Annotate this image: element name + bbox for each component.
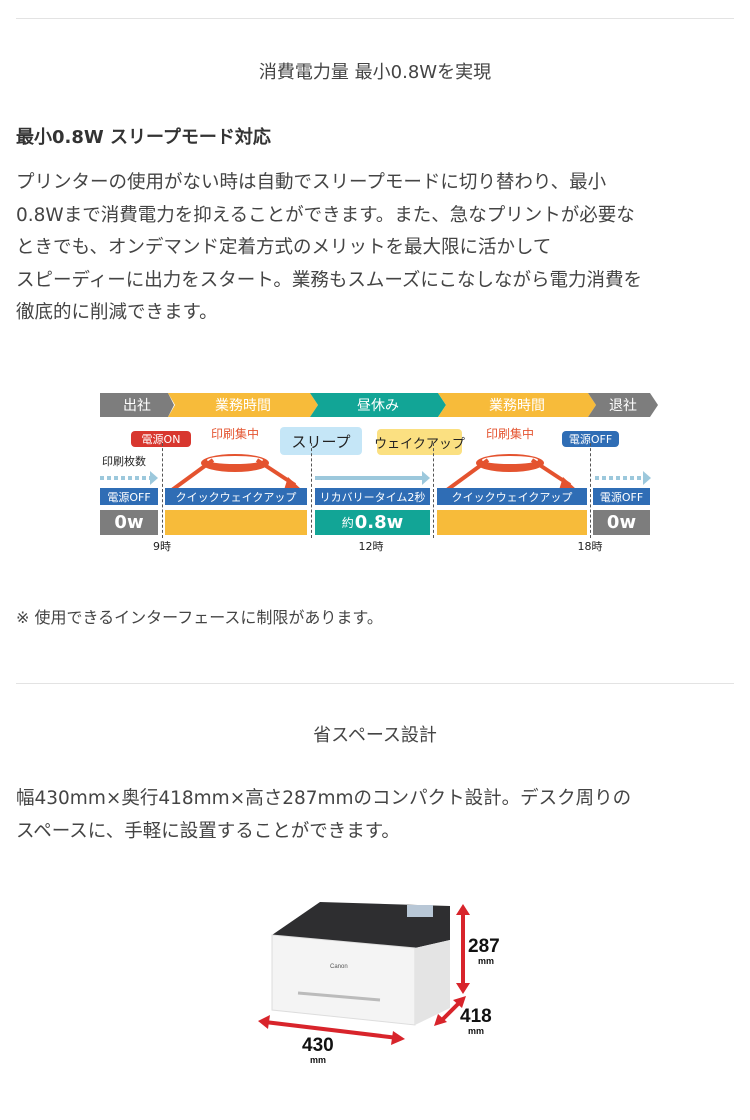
value-work-pm	[437, 510, 587, 535]
section-title-power: 消費電力量 最小0.8Wを実現	[258, 62, 492, 83]
band-leave: 退社	[588, 393, 658, 417]
width-value: 430	[302, 1035, 334, 1056]
divider-12a	[311, 443, 312, 538]
sleep-bubble: スリープ	[280, 427, 362, 455]
wakeup-bubble: ウェイクアップ	[374, 429, 465, 455]
paragraph-sleep-mode: プリンターの使用がない時は自動でスリープモードに切り替わり、最小 0.8Wまで消…	[16, 167, 642, 330]
paragraph-line: スペースに、手軽に設置することができます。	[16, 820, 400, 842]
divider-9	[162, 443, 163, 538]
time-9: 9時	[153, 540, 171, 553]
label-quick-wake-am: クイックウェイクアップ	[165, 488, 307, 505]
value-0w-am: 0w	[100, 510, 158, 535]
divider-top	[16, 18, 734, 19]
label-off-pm: 電源OFF	[593, 488, 650, 505]
section-title-space: 省スペース設計	[313, 725, 437, 746]
paragraph-line: ときでも、オンデマンド定着方式のメリットを最大限に活かして	[16, 237, 552, 258]
label-recovery: リカバリータイム2秒	[315, 488, 430, 505]
value-0w-pm: 0w	[593, 510, 650, 535]
printer-dimensions-image: Canon 287 mm 418 mm 430 mm	[258, 902, 500, 1065]
band-work-pm: 業務時間	[438, 393, 596, 417]
time-12: 12時	[358, 540, 384, 553]
time-18: 18時	[577, 540, 603, 553]
power-timeline-diagram: 出社 業務時間 昼休み 業務時間 退社 電源ON 印刷集中 スリープ ウェイクア…	[100, 393, 658, 558]
label-off-am: 電源OFF	[100, 488, 158, 505]
paragraph-line: スピーディーに出力をスタート。業務もスムーズにこなしながら電力消費を	[16, 269, 643, 291]
band-lunch: 昼休み	[310, 393, 446, 417]
band-work-am: 業務時間	[168, 393, 318, 417]
height-unit: mm	[478, 956, 494, 966]
paragraph-line: 幅430mm×奥行418mm×高さ287mmのコンパクト設計。デスク周りの	[16, 788, 632, 809]
print-focus-arrows	[100, 454, 651, 492]
height-value: 287	[468, 936, 500, 957]
print-count-label: 印刷枚数	[102, 455, 146, 468]
depth-value: 418	[460, 1006, 492, 1027]
sleep-watt: 0.8w	[354, 512, 404, 533]
band-arrive: 出社	[100, 393, 174, 417]
power-on-badge: 電源ON	[131, 431, 191, 447]
interface-note: ※ 使用できるインターフェースに制限があります。	[16, 608, 383, 627]
divider-18	[590, 443, 591, 538]
paragraph-space: 幅430mm×奥行418mm×高さ287mmのコンパクト設計。デスク周りの スペ…	[16, 783, 631, 848]
depth-unit: mm	[468, 1026, 484, 1036]
heading-sleep-mode: 最小0.8W スリープモード対応	[16, 127, 271, 148]
divider-middle	[16, 683, 734, 684]
paragraph-line: プリンターの使用がない時は自動でスリープモードに切り替わり、最小	[16, 172, 607, 193]
print-focus-label-pm: 印刷集中	[485, 427, 534, 441]
value-work-am	[165, 510, 307, 535]
print-focus-label-am: 印刷集中	[210, 427, 259, 441]
paragraph-line: 0.8Wまで消費電力を抑えることができます。また、急なプリントが必要な	[16, 204, 635, 226]
power-off-badge: 電源OFF	[562, 431, 619, 447]
divider-12b	[433, 443, 434, 538]
brand-logo: Canon	[330, 964, 348, 970]
approx-label: 約	[341, 516, 354, 530]
paragraph-line: 徹底的に削減できます。	[16, 302, 218, 323]
width-unit: mm	[310, 1055, 326, 1065]
label-quick-wake-pm: クイックウェイクアップ	[437, 488, 587, 505]
